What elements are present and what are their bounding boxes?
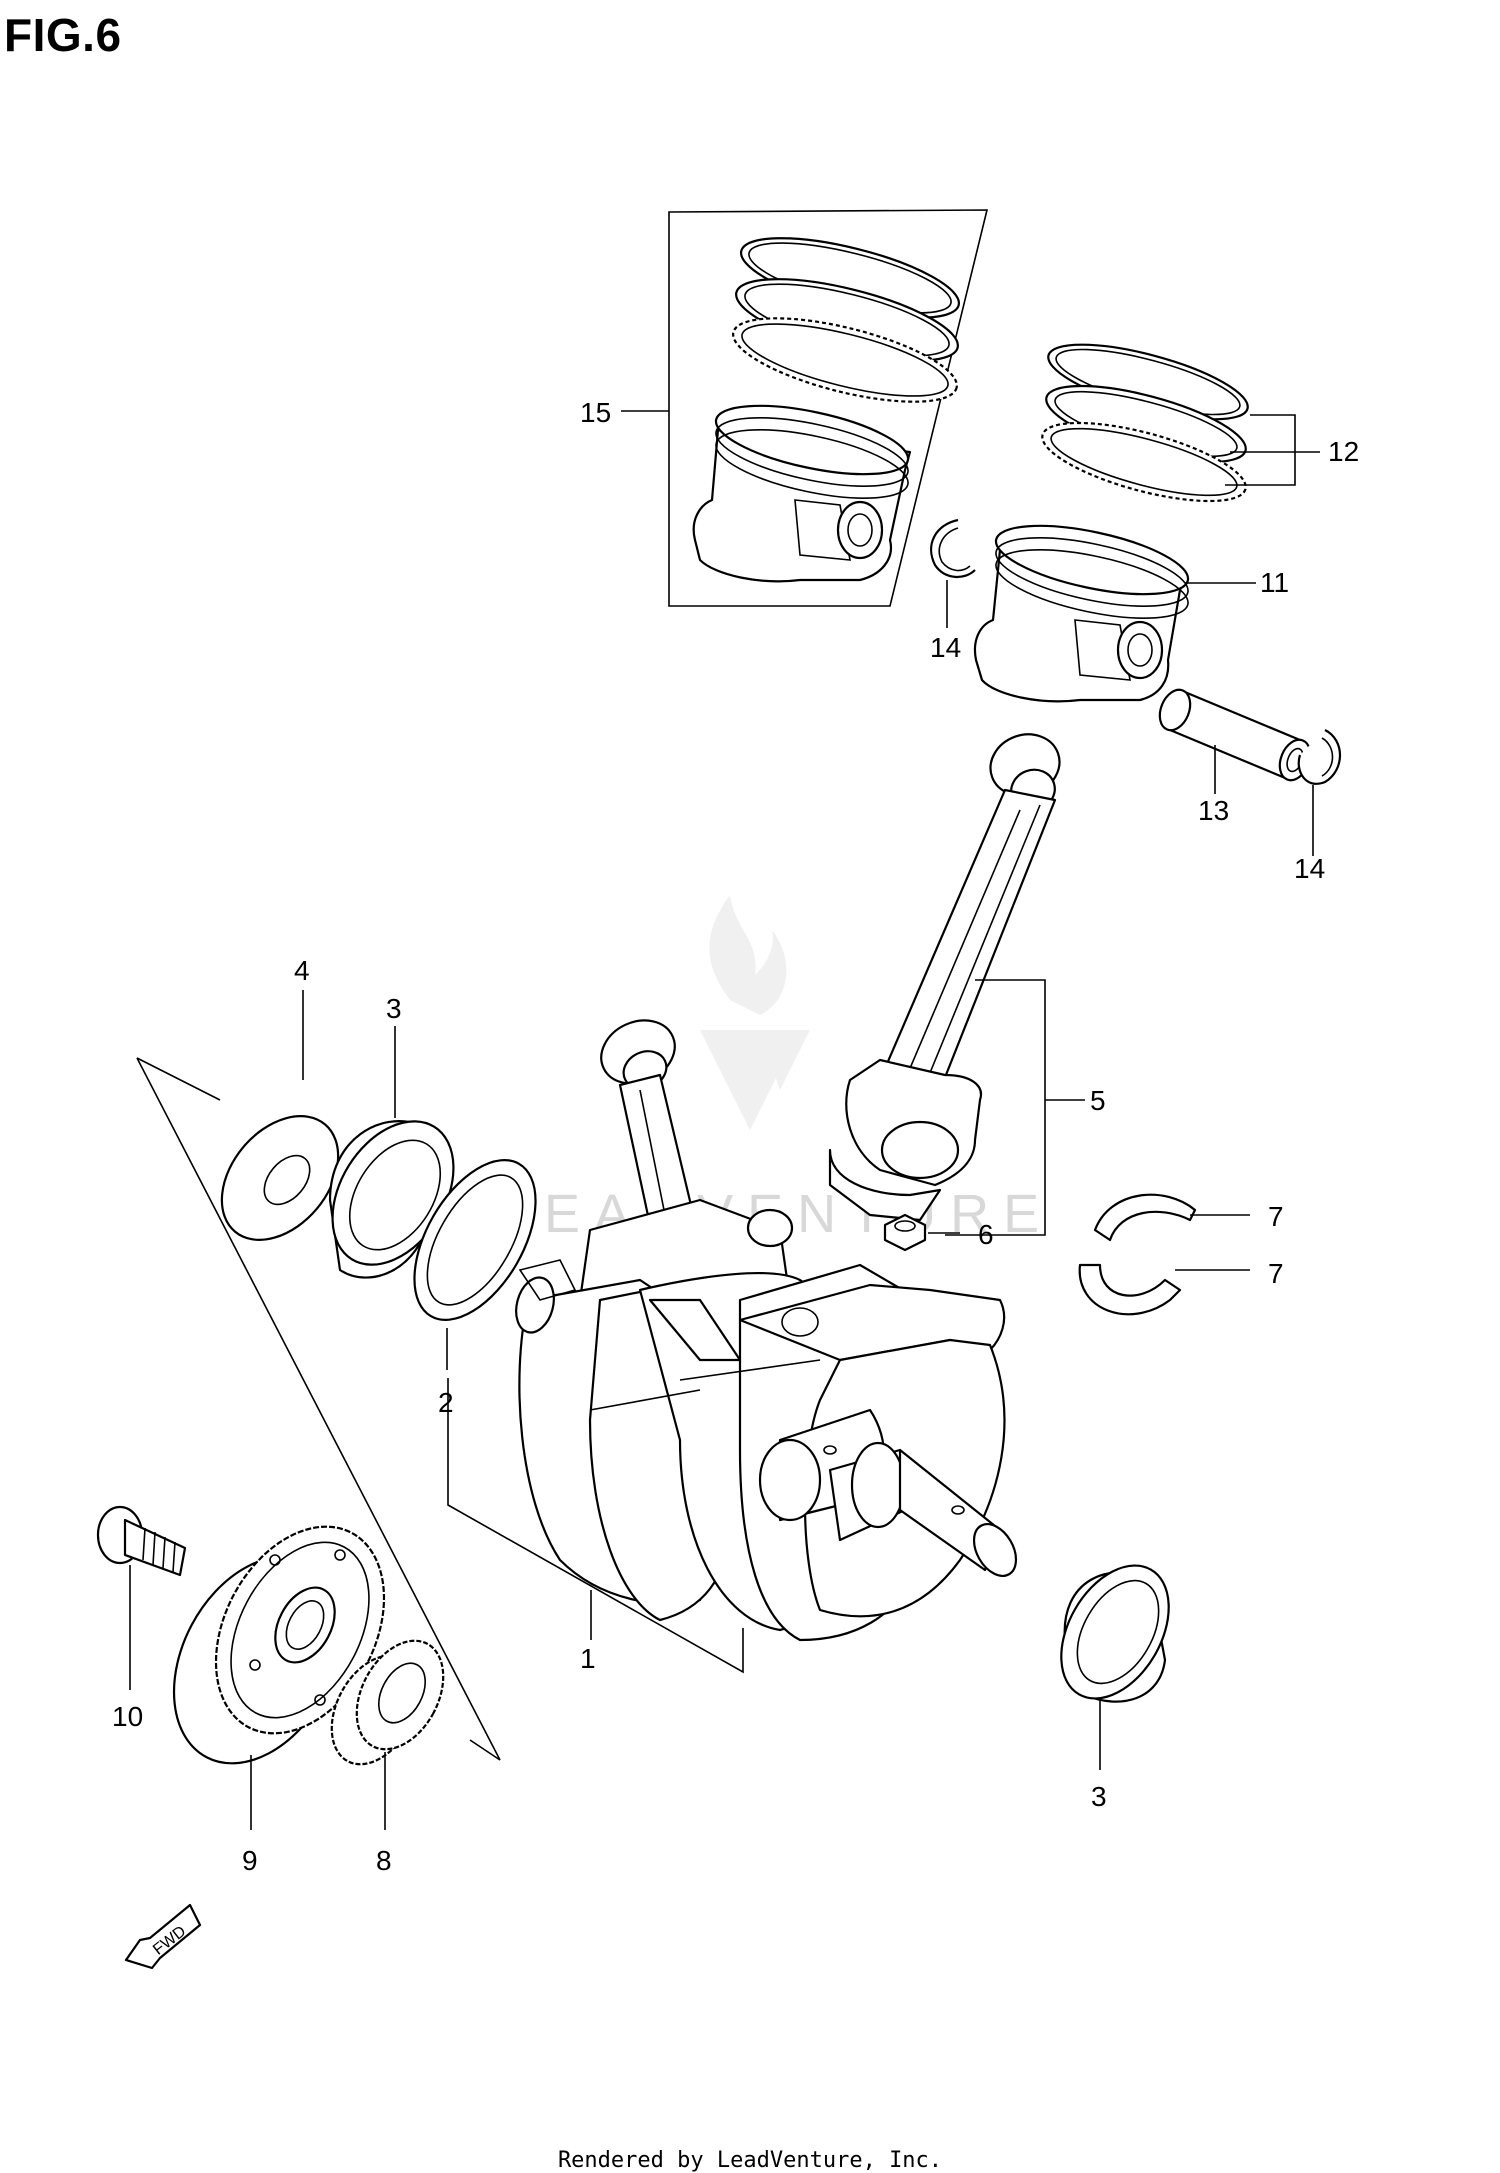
fwd-arrow-badge: FWD [124, 1903, 202, 1970]
callout-14-upper: 14 [930, 632, 961, 663]
callout-12: 12 [1328, 436, 1359, 467]
callout-8: 8 [376, 1845, 392, 1876]
circlip-14-upper[interactable] [930, 518, 976, 628]
callout-7-upper: 7 [1268, 1201, 1284, 1232]
thrust-bearing-2[interactable] [389, 1140, 560, 1370]
callout-2: 2 [438, 1387, 454, 1418]
crankshaft-1[interactable] [447, 1009, 1025, 1674]
watermark-logo [700, 895, 810, 1130]
piston-11[interactable] [973, 512, 1256, 703]
callout-14-lower: 14 [1294, 853, 1325, 884]
bearing-3-right[interactable] [1039, 1547, 1191, 1770]
assembly-outline [136, 1057, 501, 1761]
callout-6: 6 [978, 1219, 994, 1250]
bearing-3-left[interactable] [308, 1026, 479, 1287]
bolt-10[interactable] [96, 1505, 187, 1690]
callout-3-right: 3 [1091, 1781, 1107, 1812]
thrust-washer-4[interactable] [198, 990, 362, 1262]
bearing-7-upper[interactable] [1093, 1193, 1250, 1242]
callout-15: 15 [580, 397, 611, 428]
callout-9: 9 [242, 1845, 258, 1876]
callout-4: 4 [294, 955, 310, 986]
gear-8[interactable] [314, 1626, 461, 1830]
callout-11: 11 [1260, 567, 1289, 598]
piston-pin-13[interactable] [1154, 685, 1316, 794]
callout-10: 10 [112, 1701, 143, 1732]
callout-1: 1 [580, 1643, 596, 1674]
callout-5: 5 [1090, 1085, 1106, 1116]
callout-3-left: 3 [386, 993, 402, 1024]
callout-7-lower: 7 [1268, 1258, 1284, 1289]
bearing-7-lower[interactable] [1078, 1263, 1250, 1316]
figure-title: FIG.6 [4, 9, 122, 61]
nut-6[interactable] [883, 1213, 960, 1252]
gear-9[interactable] [140, 1498, 418, 1830]
circlip-14-lower[interactable] [1297, 729, 1341, 856]
piston-rings-12[interactable] [1035, 329, 1320, 517]
piston-kit-15[interactable] [621, 209, 989, 607]
connecting-rod-5[interactable] [828, 725, 1085, 1236]
callout-13: 13 [1198, 795, 1229, 826]
footer-credit: Rendered by LeadVenture, Inc. [557, 2148, 943, 2173]
